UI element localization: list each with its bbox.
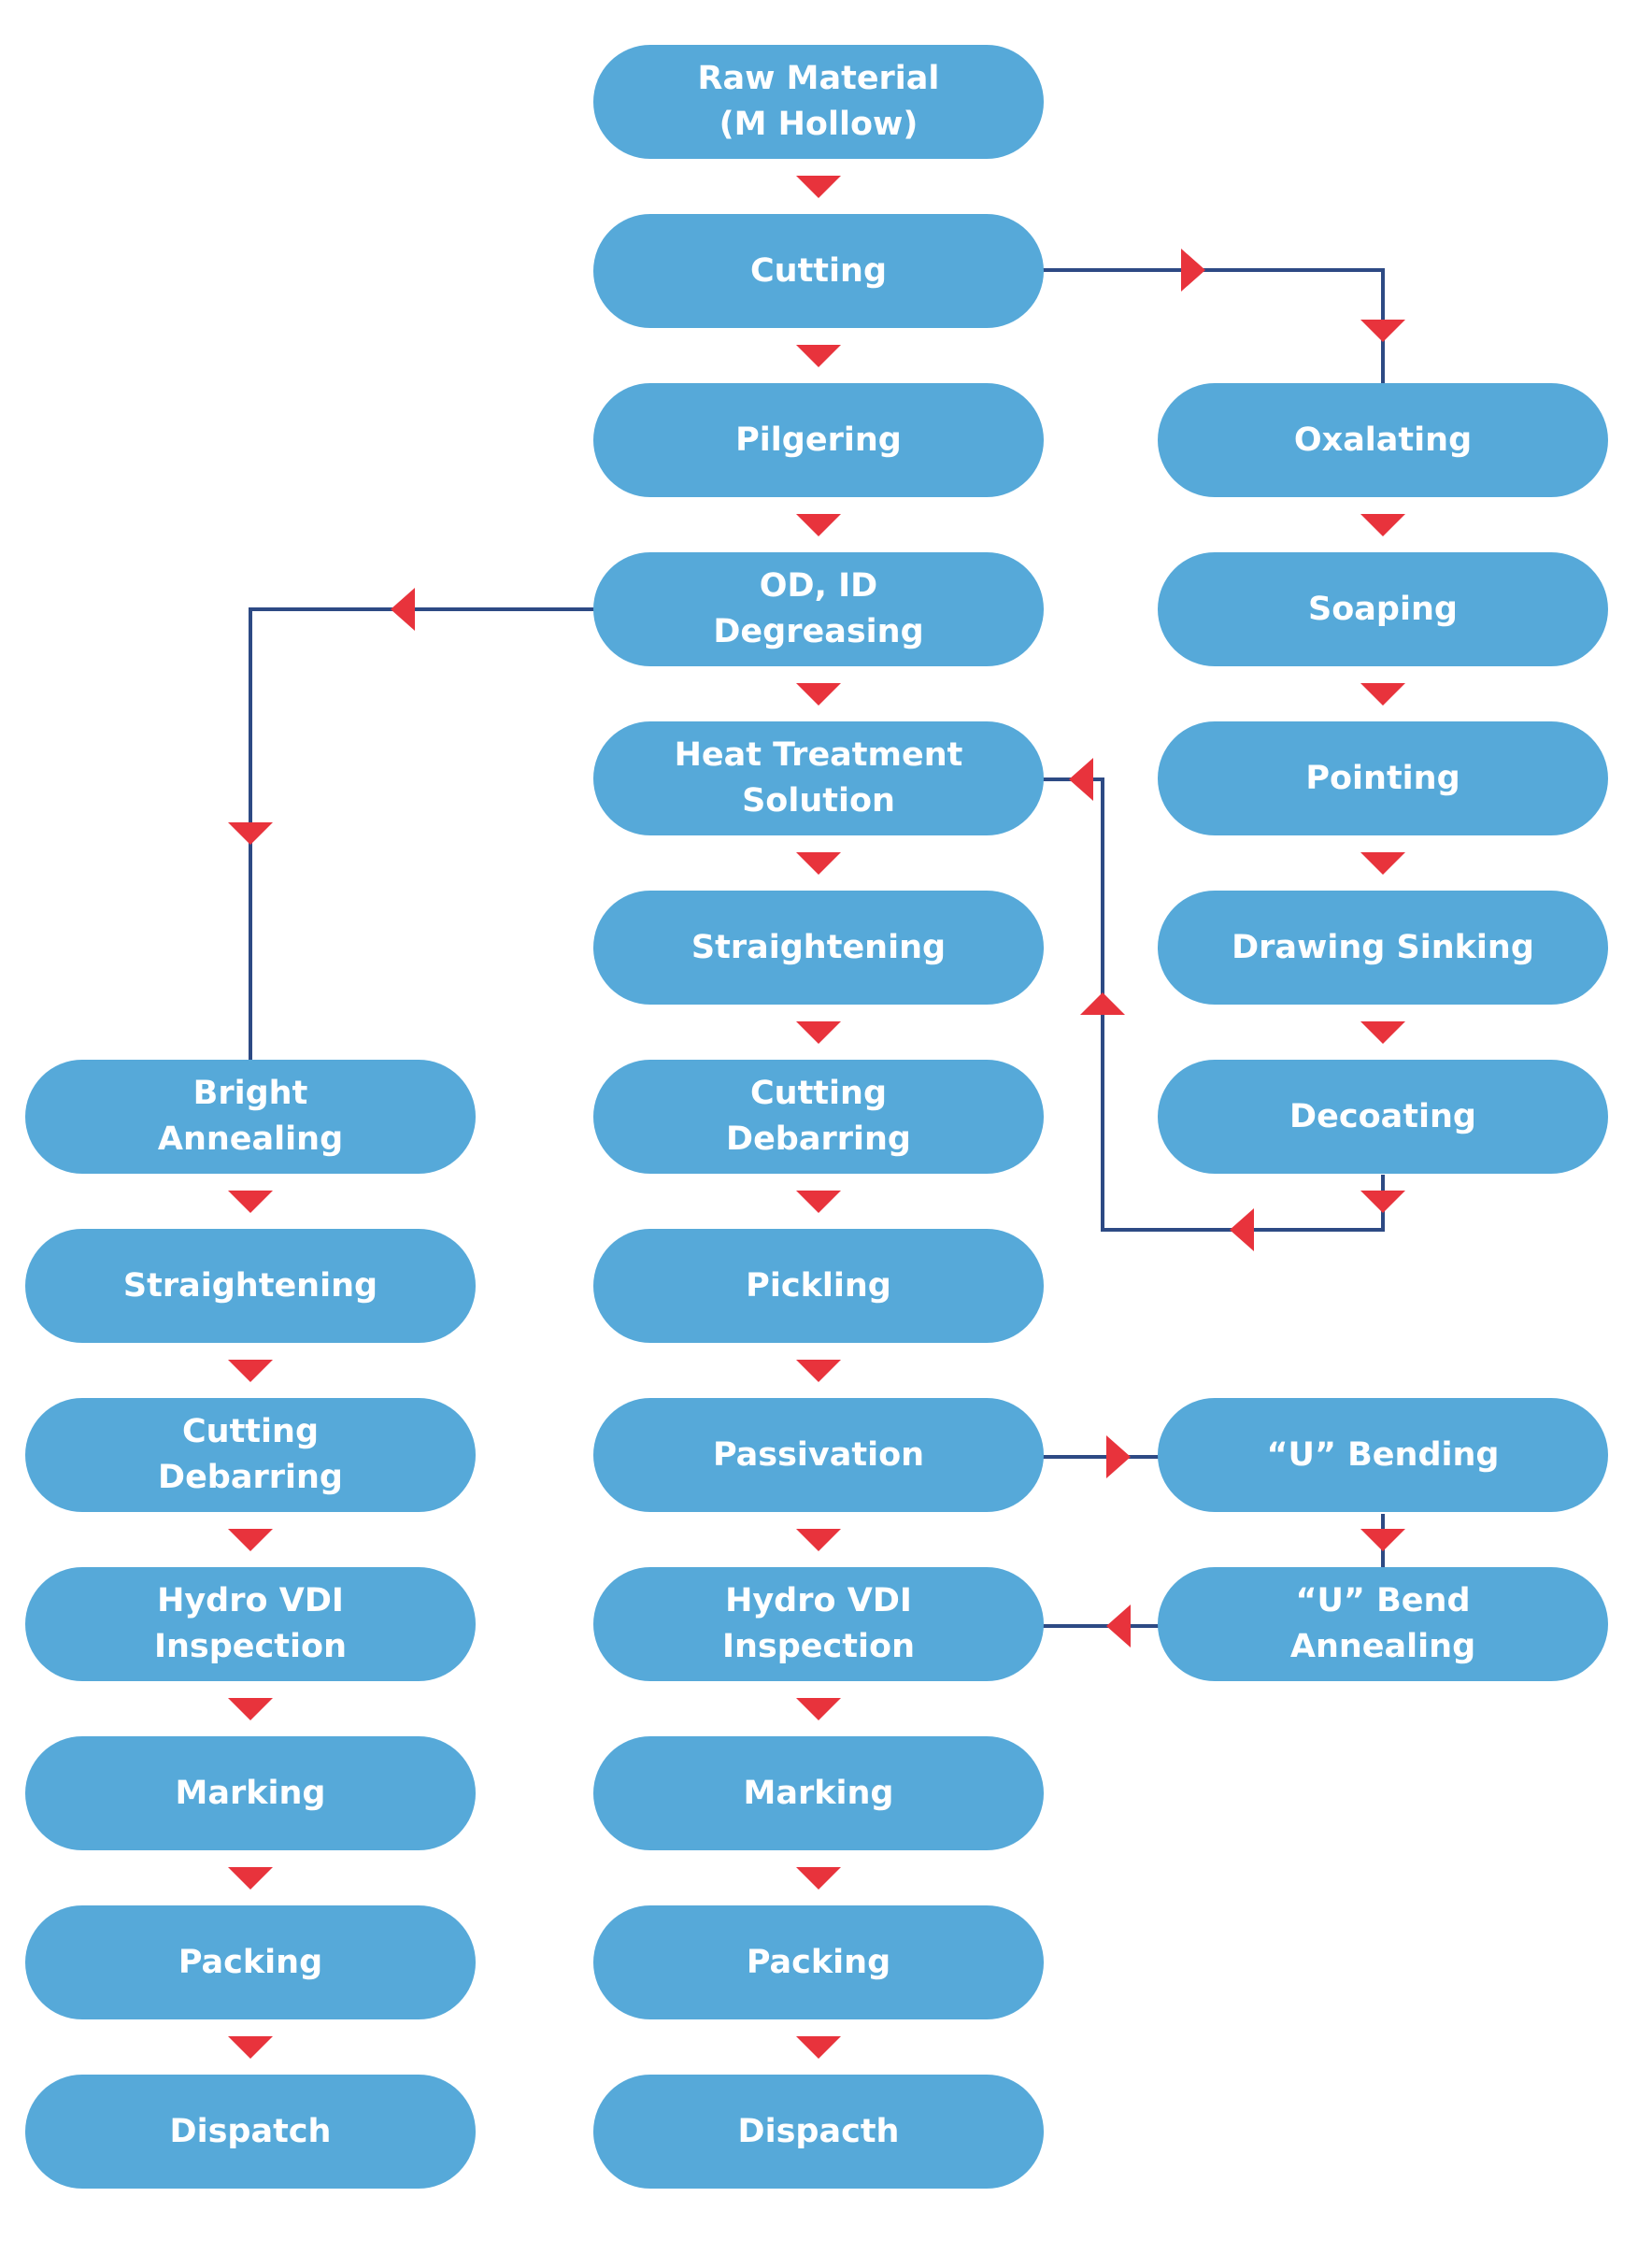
arrow-down-icon xyxy=(228,1360,273,1382)
arrow-down-icon xyxy=(1360,1191,1405,1213)
arrow-down-icon xyxy=(228,1529,273,1551)
node-pilgering: Pilgering xyxy=(593,383,1044,497)
node-packing: Packing xyxy=(593,1905,1044,2019)
node-cutting: Cutting xyxy=(593,214,1044,328)
arrow-left-icon xyxy=(1069,758,1093,801)
arrow-left-icon xyxy=(1230,1208,1254,1251)
arrow-down-icon xyxy=(1360,1021,1405,1044)
arrow-down-icon xyxy=(1360,683,1405,706)
connector-cutting-to-oxalating xyxy=(1041,268,1385,384)
arrow-down-icon xyxy=(1360,852,1405,875)
arrow-left-icon xyxy=(391,588,415,631)
node-dispatch-left: Dispatch xyxy=(25,2075,476,2189)
node-oxalating: Oxalating xyxy=(1158,383,1608,497)
arrow-down-icon xyxy=(796,1529,841,1551)
arrow-down-icon xyxy=(228,822,273,845)
arrow-down-icon xyxy=(796,1698,841,1720)
node-hydro-vdi-inspection-left: Hydro VDI Inspection xyxy=(25,1567,476,1681)
node-pointing: Pointing xyxy=(1158,721,1608,835)
arrow-down-icon xyxy=(1360,514,1405,536)
node-u-bend-annealing: “U” Bend Annealing xyxy=(1158,1567,1608,1681)
node-bright-annealing: Bright Annealing xyxy=(25,1060,476,1174)
arrow-down-icon xyxy=(796,852,841,875)
arrow-down-icon xyxy=(796,683,841,706)
node-pickling: Pickling xyxy=(593,1229,1044,1343)
arrow-down-icon xyxy=(228,2036,273,2059)
arrow-down-icon xyxy=(796,1191,841,1213)
arrow-down-icon xyxy=(228,1867,273,1890)
node-cutting-debarring: Cutting Debarring xyxy=(593,1060,1044,1174)
node-marking-left: Marking xyxy=(25,1736,476,1850)
node-straightening: Straightening xyxy=(593,891,1044,1005)
arrow-down-icon xyxy=(1360,320,1405,342)
node-decoating: Decoating xyxy=(1158,1060,1608,1174)
arrow-down-icon xyxy=(228,1698,273,1720)
node-soaping: Soaping xyxy=(1158,552,1608,666)
arrow-down-icon xyxy=(796,1360,841,1382)
arrow-right-icon xyxy=(1106,1435,1131,1478)
arrow-down-icon xyxy=(796,1867,841,1890)
node-cutting-debarring-left: Cutting Debarring xyxy=(25,1398,476,1512)
arrow-right-icon xyxy=(1181,249,1205,292)
node-packing-left: Packing xyxy=(25,1905,476,2019)
arrow-up-icon xyxy=(1080,992,1125,1015)
arrow-down-icon xyxy=(796,1021,841,1044)
arrow-down-icon xyxy=(1360,1529,1405,1551)
arrow-down-icon xyxy=(796,176,841,198)
node-dispatch: Dispacth xyxy=(593,2075,1044,2189)
node-u-bending: “U” Bending xyxy=(1158,1398,1608,1512)
node-heat-treatment-solution: Heat Treatment Solution xyxy=(593,721,1044,835)
arrow-down-icon xyxy=(796,514,841,536)
arrow-down-icon xyxy=(228,1191,273,1213)
node-passivation: Passivation xyxy=(593,1398,1044,1512)
connector-degreasing-to-bright-annealing xyxy=(249,607,594,1062)
node-hydro-vdi-inspection: Hydro VDI Inspection xyxy=(593,1567,1044,1681)
node-marking: Marking xyxy=(593,1736,1044,1850)
arrow-down-icon xyxy=(796,345,841,367)
arrow-down-icon xyxy=(796,2036,841,2059)
node-drawing-sinking: Drawing Sinking xyxy=(1158,891,1608,1005)
arrow-left-icon xyxy=(1106,1605,1131,1648)
node-od-id-degreasing: OD, ID Degreasing xyxy=(593,552,1044,666)
node-straightening-left: Straightening xyxy=(25,1229,476,1343)
node-raw-material: Raw Material (M Hollow) xyxy=(593,45,1044,159)
